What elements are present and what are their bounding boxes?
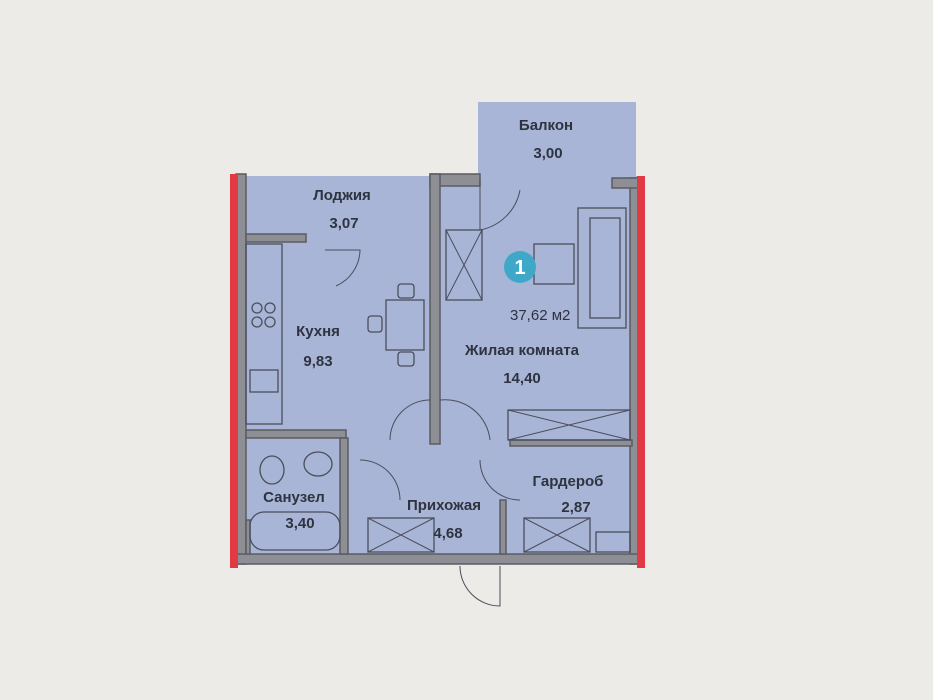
hallway-name: Прихожая (407, 497, 481, 514)
living-area-value: 14,40 (503, 370, 541, 387)
bathroom-fixtures (249, 451, 341, 551)
apartment-number: 1 (514, 257, 525, 279)
hallway-wardrobe (367, 517, 435, 553)
loggia-area-value: 3,07 (329, 215, 358, 232)
kitchen-counter (245, 243, 283, 425)
dining-set (367, 283, 425, 367)
left-boundary-bar (230, 174, 238, 568)
balcony-area-value: 3,00 (533, 145, 562, 162)
living-name: Жилая комната (464, 342, 580, 359)
walls (235, 173, 641, 565)
wardrobe-storage (523, 517, 631, 553)
kitchen-name: Кухня (296, 323, 340, 340)
wardrobe-name: Гардероб (533, 473, 604, 490)
total-area: 37,62 м2 (510, 307, 570, 324)
apartment-number-badge (504, 251, 536, 283)
balcony-area (478, 102, 636, 178)
bathroom-name: Санузел (263, 489, 325, 506)
loggia-name: Лоджия (313, 187, 371, 204)
right-boundary-bar (637, 176, 645, 568)
bathroom-area-value: 3,40 (285, 515, 314, 532)
balcony-name: Балкон (519, 117, 573, 134)
hallway-area-value: 4,68 (433, 525, 462, 542)
wardrobe-area-value: 2,87 (561, 499, 590, 516)
kitchen-area-value: 9,83 (303, 353, 332, 370)
